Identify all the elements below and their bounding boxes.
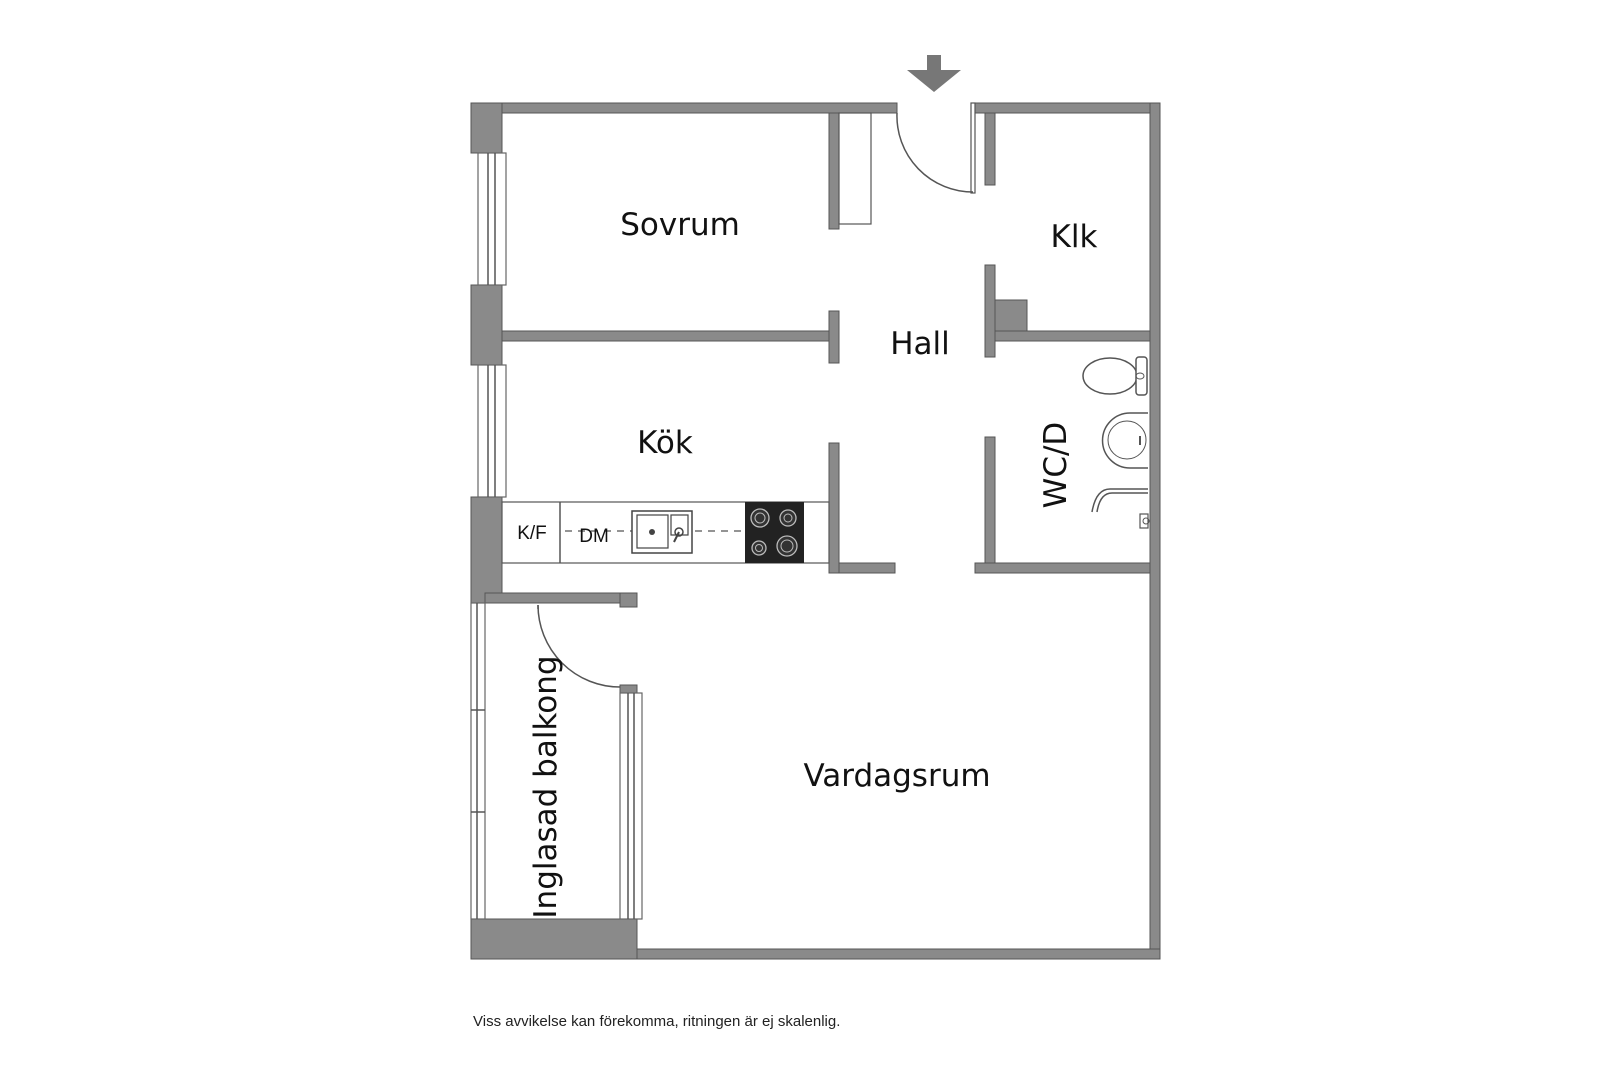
sink-icon [631, 510, 693, 554]
room-label-klk: Klk [1051, 219, 1098, 255]
kitchen-counter [501, 501, 830, 564]
entrance-arrow-icon [907, 55, 961, 92]
entrance-door [896, 102, 976, 194]
toilet-icon [1082, 356, 1148, 396]
room-label-sovrum: Sovrum [620, 207, 740, 243]
washbasin-icon [1101, 412, 1148, 469]
stove-icon [745, 502, 804, 563]
balcony-door [537, 604, 621, 688]
room-label-kok: Kök [637, 425, 693, 461]
closet [838, 112, 872, 225]
disclaimer-text: Viss avvikelse kan förekomma, ritningen … [473, 1013, 841, 1030]
fixture-label-kf: K/F [517, 523, 547, 544]
shower-icon [1091, 488, 1150, 529]
room-label-hall: Hall [890, 326, 950, 362]
interior-walls [501, 112, 1151, 574]
fixture-label-dm: DM [579, 526, 609, 547]
room-label-wcd: WC/D [1038, 422, 1074, 509]
room-label-inglasad-balkong: Inglasad balkong [528, 655, 564, 918]
windows-left [470, 152, 643, 920]
room-label-vardagsrum: Vardagsrum [803, 758, 990, 794]
